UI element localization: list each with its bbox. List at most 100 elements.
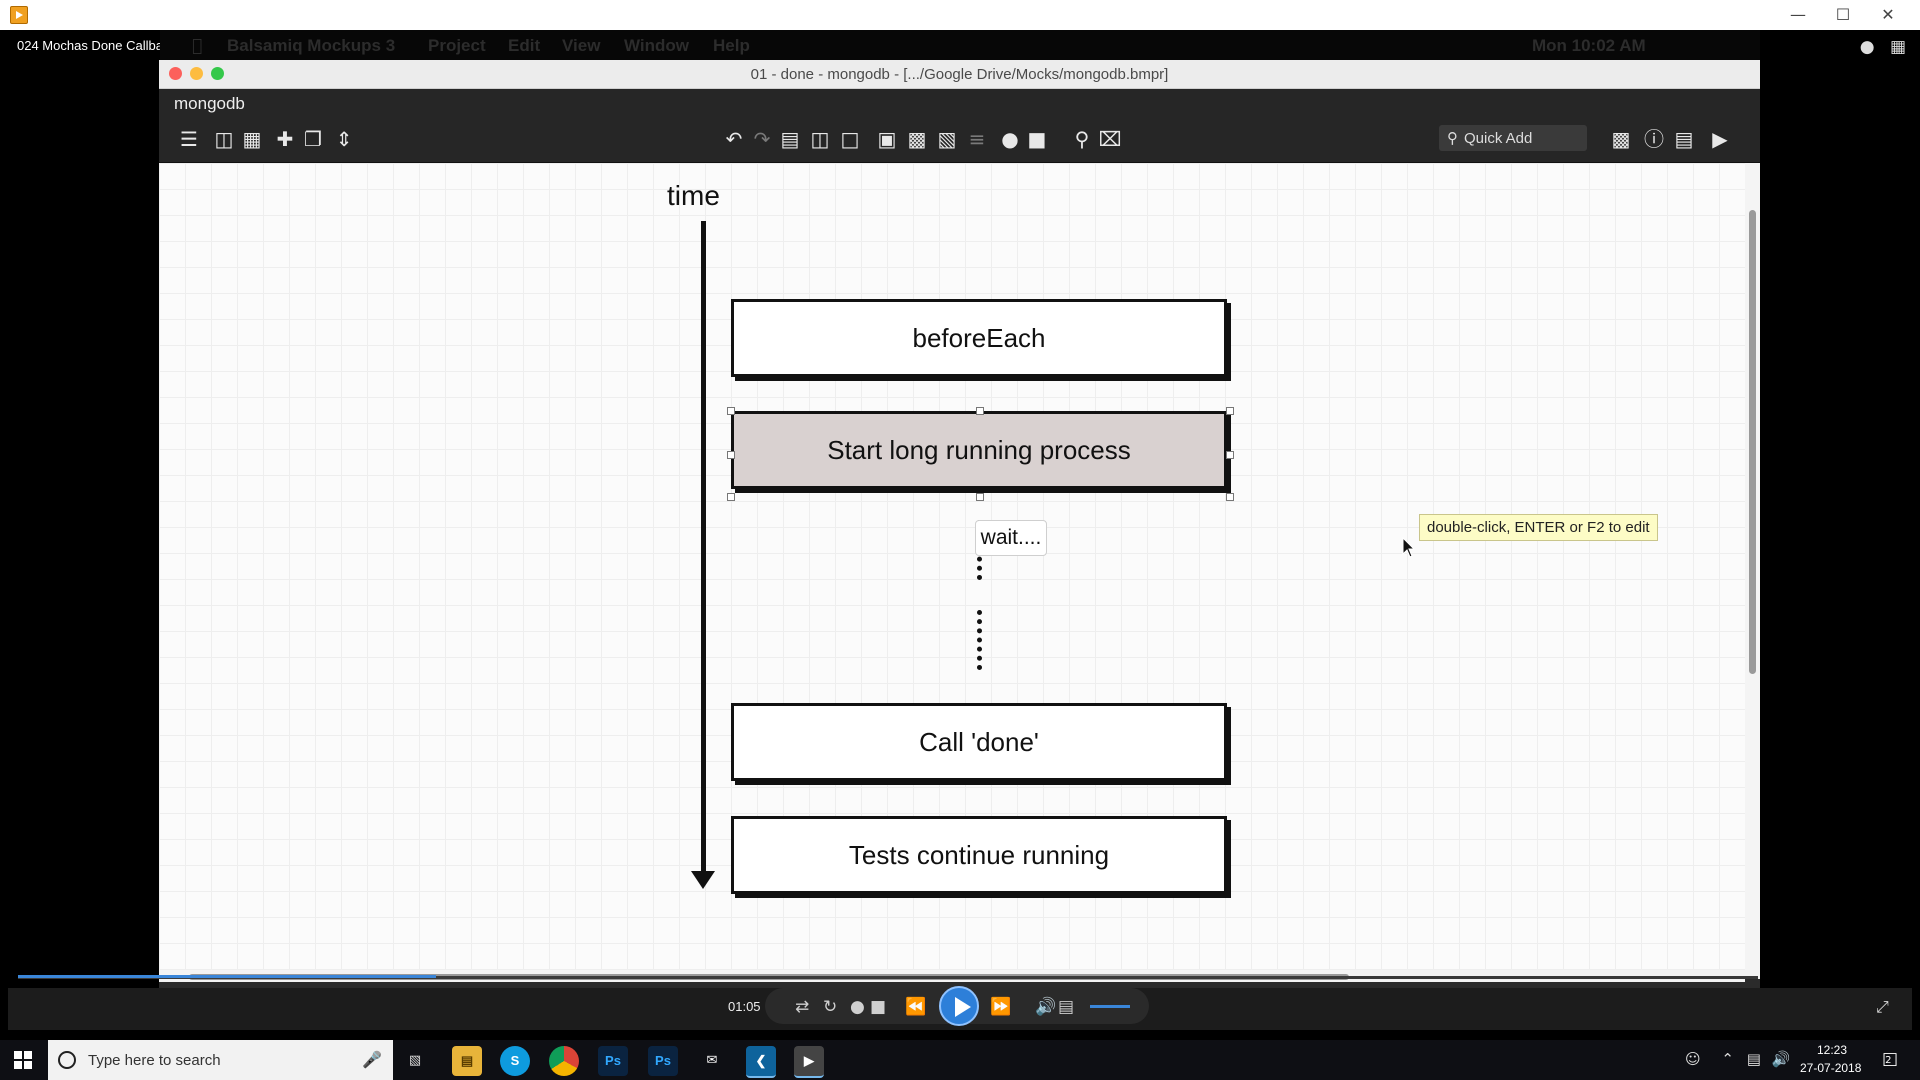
media-player-taskbar-icon[interactable]: ▶ xyxy=(794,1046,824,1078)
redo-icon[interactable]: ↷ xyxy=(753,127,771,151)
copy-icon[interactable]: ◫ xyxy=(810,127,830,151)
timecode: 01:05 xyxy=(728,999,761,1014)
quick-add-label: Quick Add xyxy=(1464,130,1533,147)
stop-icon[interactable]: ■ xyxy=(870,997,887,1017)
mac-clock: Mon 10:02 AM xyxy=(1532,36,1646,55)
resize-handle[interactable] xyxy=(1226,407,1234,415)
globe-icon[interactable]: ● xyxy=(1859,37,1875,57)
lock-icon[interactable]: ● xyxy=(1001,127,1019,151)
clock-date[interactable]: 27-07-2018 xyxy=(1800,1061,1862,1075)
clear-icon[interactable]: ⌧ xyxy=(1098,127,1122,151)
shuffle-icon[interactable]: ⇄ xyxy=(795,997,810,1017)
close-button[interactable]: ✕ xyxy=(1881,5,1895,24)
windows-start-icon[interactable] xyxy=(14,1051,32,1069)
menu-view: View xyxy=(562,36,601,55)
delete-icon[interactable]: ■ xyxy=(1027,127,1047,151)
notification-center-icon[interactable]: □2 xyxy=(1882,1049,1899,1069)
ungroup-icon[interactable]: ▩ xyxy=(907,127,927,151)
resize-handle[interactable] xyxy=(976,407,984,415)
taskbar-search-placeholder: Type here to search xyxy=(88,1052,221,1069)
timeline-arrowhead xyxy=(691,871,715,889)
photoshop-icon[interactable]: Ps xyxy=(598,1046,628,1076)
grid-view-icon[interactable]: ▦ xyxy=(242,127,262,151)
rewind-icon[interactable]: ⏪ xyxy=(905,997,927,1017)
markup-icon[interactable]: ▩ xyxy=(1611,127,1631,151)
align-icon[interactable]: ≡ xyxy=(968,127,986,151)
presentation-icon[interactable]: ▶ xyxy=(1712,127,1728,151)
resize-handle[interactable] xyxy=(1226,451,1234,459)
step-tests-continue-running[interactable]: Tests continue running xyxy=(731,816,1227,894)
resize-handle[interactable] xyxy=(727,493,735,501)
wait-dotted-line-bottom[interactable] xyxy=(977,610,987,670)
resize-handle[interactable] xyxy=(727,407,735,415)
media-icon[interactable]: ● xyxy=(850,997,865,1017)
volume-icon[interactable]: 🔊 xyxy=(1035,997,1057,1017)
balsamiq-window: 01 - done - mongodb - [.../Google Drive/… xyxy=(159,60,1760,988)
video-title: 024 Mochas Done Callback xyxy=(17,38,176,53)
resize-handle[interactable] xyxy=(976,493,984,501)
minimize-button[interactable]: — xyxy=(1790,5,1806,24)
undo-icon[interactable]: ↶ xyxy=(725,127,743,151)
step-call-done[interactable]: Call 'done' xyxy=(731,703,1227,781)
zoom-dot[interactable] xyxy=(211,67,224,80)
add-icon[interactable]: ✚ xyxy=(276,127,294,151)
mockup-canvas[interactable]: time beforeEach Start long running proce… xyxy=(159,163,1745,979)
seek-bar-progress xyxy=(18,975,436,978)
playlist-icon[interactable]: ▤ xyxy=(1058,997,1075,1017)
mac-menubar:  Balsamiq Mockups 3 Project Edit View W… xyxy=(160,30,1760,60)
mail-icon[interactable]: ✉ xyxy=(706,1053,718,1068)
menu-icon[interactable]: ☰ xyxy=(180,127,198,151)
repeat-icon[interactable]: ↻ xyxy=(823,997,838,1017)
quick-add-input[interactable]: ⚲Quick Add xyxy=(1439,125,1587,151)
search-icon[interactable]: ⚲ xyxy=(1074,127,1090,151)
speaker-icon[interactable]: 🔊 xyxy=(1771,1050,1791,1068)
minimize-dot[interactable] xyxy=(190,67,203,80)
close-dot[interactable] xyxy=(169,67,182,80)
menu-project: Project xyxy=(428,36,486,55)
chrome-icon[interactable] xyxy=(549,1046,579,1076)
step-start-long-running-process[interactable]: Start long running process xyxy=(731,411,1227,489)
notification-count: 2 xyxy=(1885,1055,1892,1066)
vscode-icon[interactable]: ❮ xyxy=(746,1046,776,1078)
clock-time[interactable]: 12:23 xyxy=(1816,1043,1848,1057)
maximize-button[interactable]: ☐ xyxy=(1835,5,1851,24)
info-icon[interactable]: ⓘ xyxy=(1644,127,1664,151)
taskbar-search-box[interactable] xyxy=(48,1040,393,1080)
seek-bar[interactable] xyxy=(18,976,1758,979)
paste-icon[interactable]: □ xyxy=(840,127,860,151)
step-before-each[interactable]: beforeEach xyxy=(731,299,1227,377)
menu-help: Help xyxy=(713,36,750,55)
toolbar: ☰ ◫ ▦ ✚ ❐ ⇕ ↶ ↷ ▤ ◫ □ ▣ ▩ ▧ ≡ ● ■ ⚲ ⌧ ▩ … xyxy=(159,116,1760,163)
resize-handle[interactable] xyxy=(1226,493,1234,501)
network-icon[interactable]: ▤ xyxy=(1746,1050,1761,1068)
task-view-icon[interactable]: ▧ xyxy=(408,1053,422,1068)
microphone-icon[interactable]: 🎤 xyxy=(362,1050,382,1069)
time-label[interactable]: time xyxy=(667,180,720,211)
menu-window: Window xyxy=(624,36,689,55)
vertical-scroll-thumb[interactable] xyxy=(1749,210,1756,674)
wait-label[interactable]: wait.... xyxy=(975,520,1047,556)
arrange-icon[interactable]: ▧ xyxy=(937,127,957,151)
photoshop-icon-2[interactable]: Ps xyxy=(648,1046,678,1076)
properties-icon[interactable]: ▤ xyxy=(1674,127,1694,151)
duplicate-icon[interactable]: ❐ xyxy=(304,127,322,151)
skype-icon[interactable]: S xyxy=(500,1046,530,1076)
reorder-icon[interactable]: ⇕ xyxy=(335,127,353,151)
fast-forward-icon[interactable]: ⏩ xyxy=(990,997,1012,1017)
play-button[interactable] xyxy=(939,986,979,1026)
overlay-icons: ● ▦ xyxy=(1860,37,1906,57)
cut-icon[interactable]: ▤ xyxy=(780,127,800,151)
people-icon[interactable]: ☺ xyxy=(1685,1050,1701,1068)
file-explorer-icon[interactable]: ▤ xyxy=(452,1046,482,1076)
mockup-tab[interactable]: mongodb xyxy=(174,94,245,113)
fullscreen-icon[interactable]: ⤢ xyxy=(1876,997,1889,1016)
window-title: 01 - done - mongodb - [.../Google Drive/… xyxy=(750,66,1169,83)
volume-slider[interactable] xyxy=(1090,1005,1130,1008)
grid-icon[interactable]: ▦ xyxy=(1889,37,1906,57)
chevron-up-icon[interactable]: ⌃ xyxy=(1721,1050,1734,1068)
resize-handle[interactable] xyxy=(727,451,735,459)
menu-edit: Edit xyxy=(508,36,541,55)
panel-toggle-icon[interactable]: ◫ xyxy=(214,127,234,151)
group-icon[interactable]: ▣ xyxy=(877,127,897,151)
timeline-axis[interactable] xyxy=(701,221,706,877)
